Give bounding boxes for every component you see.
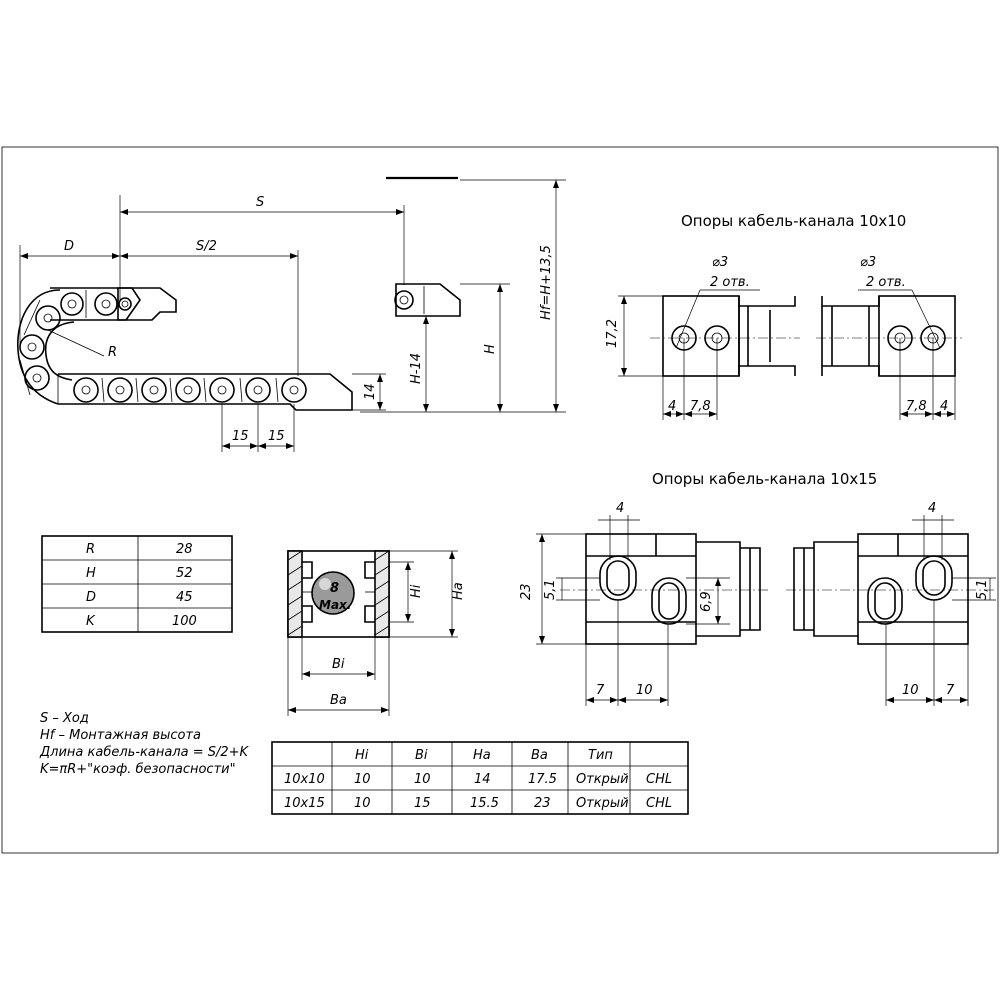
param-name-R: R — [86, 542, 95, 557]
dim-H-14: H-14 — [409, 353, 424, 384]
spec-r0-c3: 14 — [474, 772, 491, 787]
ball-label-top: 8 — [330, 581, 339, 596]
dim-4-right: 4 — [940, 399, 948, 414]
dim-23: 23 — [519, 583, 534, 600]
spec-r1-c2: 15 — [414, 796, 431, 811]
spec-header-Hi: Hi — [355, 748, 369, 763]
dim-5-1-left: 5,1 — [543, 579, 558, 600]
param-table — [41, 535, 233, 633]
title-supports-10x10: Опоры кабель-канала 10x10 — [681, 212, 906, 230]
spec-r1-c5: Открый — [576, 796, 629, 811]
upper-end-bracket — [117, 287, 177, 321]
dim-4-15-left: 4 — [616, 501, 624, 516]
chain-side-view — [17, 179, 566, 452]
dim-7-8-left: 7,8 — [690, 399, 711, 414]
note-stroke: S – Ход — [40, 711, 89, 726]
dim-S-half: S/2 — [196, 239, 217, 254]
spec-header-Ha: Ha — [473, 748, 491, 763]
chain-upper-run — [50, 287, 141, 321]
dim-Ha: Ha — [451, 582, 466, 600]
dim-Ba: Ba — [330, 693, 347, 708]
spec-r1-c0: 10x15 — [284, 796, 325, 811]
radius-leader — [47, 329, 105, 357]
dim-dia3-right: ⌀3 — [860, 255, 876, 270]
dim-5-1-right: 5,1 — [975, 579, 990, 600]
spec-r1-c1: 10 — [354, 796, 371, 811]
spec-header-Bi: Bi — [415, 748, 428, 763]
dim-holes-right: 2 отв. — [866, 275, 906, 290]
supports-10x15-left — [536, 515, 770, 706]
param-value-K: 100 — [172, 614, 197, 629]
dim-4-left: 4 — [668, 399, 676, 414]
section-view — [287, 550, 458, 716]
dim-R: R — [108, 345, 117, 360]
dim-holes-left: 2 отв. — [710, 275, 750, 290]
spec-table — [271, 741, 689, 815]
note-chain-length: Длина кабель-канала = S/2+K — [39, 745, 250, 760]
param-name-K: K — [86, 614, 96, 629]
note-mount-height: Hf – Монтажная высота — [40, 728, 201, 743]
dim-7-8-right: 7,8 — [906, 399, 927, 414]
dim-10-left: 10 — [636, 683, 653, 698]
sheet-frame — [1, 146, 999, 854]
ball-label-bottom: Max. — [319, 598, 351, 612]
dim-Hi: Hi — [409, 584, 424, 598]
spec-header-type: Тип — [588, 748, 613, 763]
param-value-D: 45 — [176, 590, 193, 605]
spec-r0-c5: Открый — [576, 772, 629, 787]
note-k-formula: K=πR+"коэф. безопасности" — [40, 762, 236, 777]
supports-10x10-left — [618, 289, 800, 420]
dim-10-right: 10 — [902, 683, 919, 698]
spec-r0-c1: 10 — [354, 772, 371, 787]
dim-dia3-left: ⌀3 — [712, 255, 728, 270]
dim-D: D — [64, 239, 74, 254]
dim-7-right: 7 — [946, 683, 955, 698]
dim-H: H — [483, 344, 498, 354]
spec-r1-c6: CHL — [646, 796, 672, 811]
dim-S: S — [256, 195, 264, 210]
dim-4-15-right: 4 — [928, 501, 936, 516]
title-supports-10x15: Опоры кабель-канала 10x15 — [652, 470, 877, 488]
free-end-bracket — [395, 283, 461, 317]
spec-header-Ba: Ba — [531, 748, 548, 763]
param-name-H: H — [86, 566, 96, 581]
spec-r0-c2: 10 — [414, 772, 431, 787]
spec-r0-c0: 10x10 — [284, 772, 325, 787]
dim-14: 14 — [363, 383, 378, 400]
spec-r1-c3: 15.5 — [470, 796, 499, 811]
dim-p15a: 15 — [232, 429, 249, 444]
dim-6-9: 6,9 — [699, 591, 714, 612]
dim-Hf: Hf=H+13,5 — [539, 245, 554, 320]
param-value-H: 52 — [176, 566, 193, 581]
spec-r0-c4: 17.5 — [528, 772, 557, 787]
lower-pins — [73, 377, 307, 403]
supports-10x10-right — [816, 289, 962, 420]
dim-p15b: 15 — [268, 429, 285, 444]
spec-r0-c6: CHL — [646, 772, 672, 787]
spec-r1-c4: 23 — [534, 796, 551, 811]
supports-10x15-right — [786, 515, 996, 706]
dim-Bi: Bi — [332, 657, 345, 672]
dim-17-2: 17,2 — [605, 319, 620, 348]
param-value-R: 28 — [176, 542, 193, 557]
param-name-D: D — [86, 590, 96, 605]
dim-7-left: 7 — [596, 683, 605, 698]
